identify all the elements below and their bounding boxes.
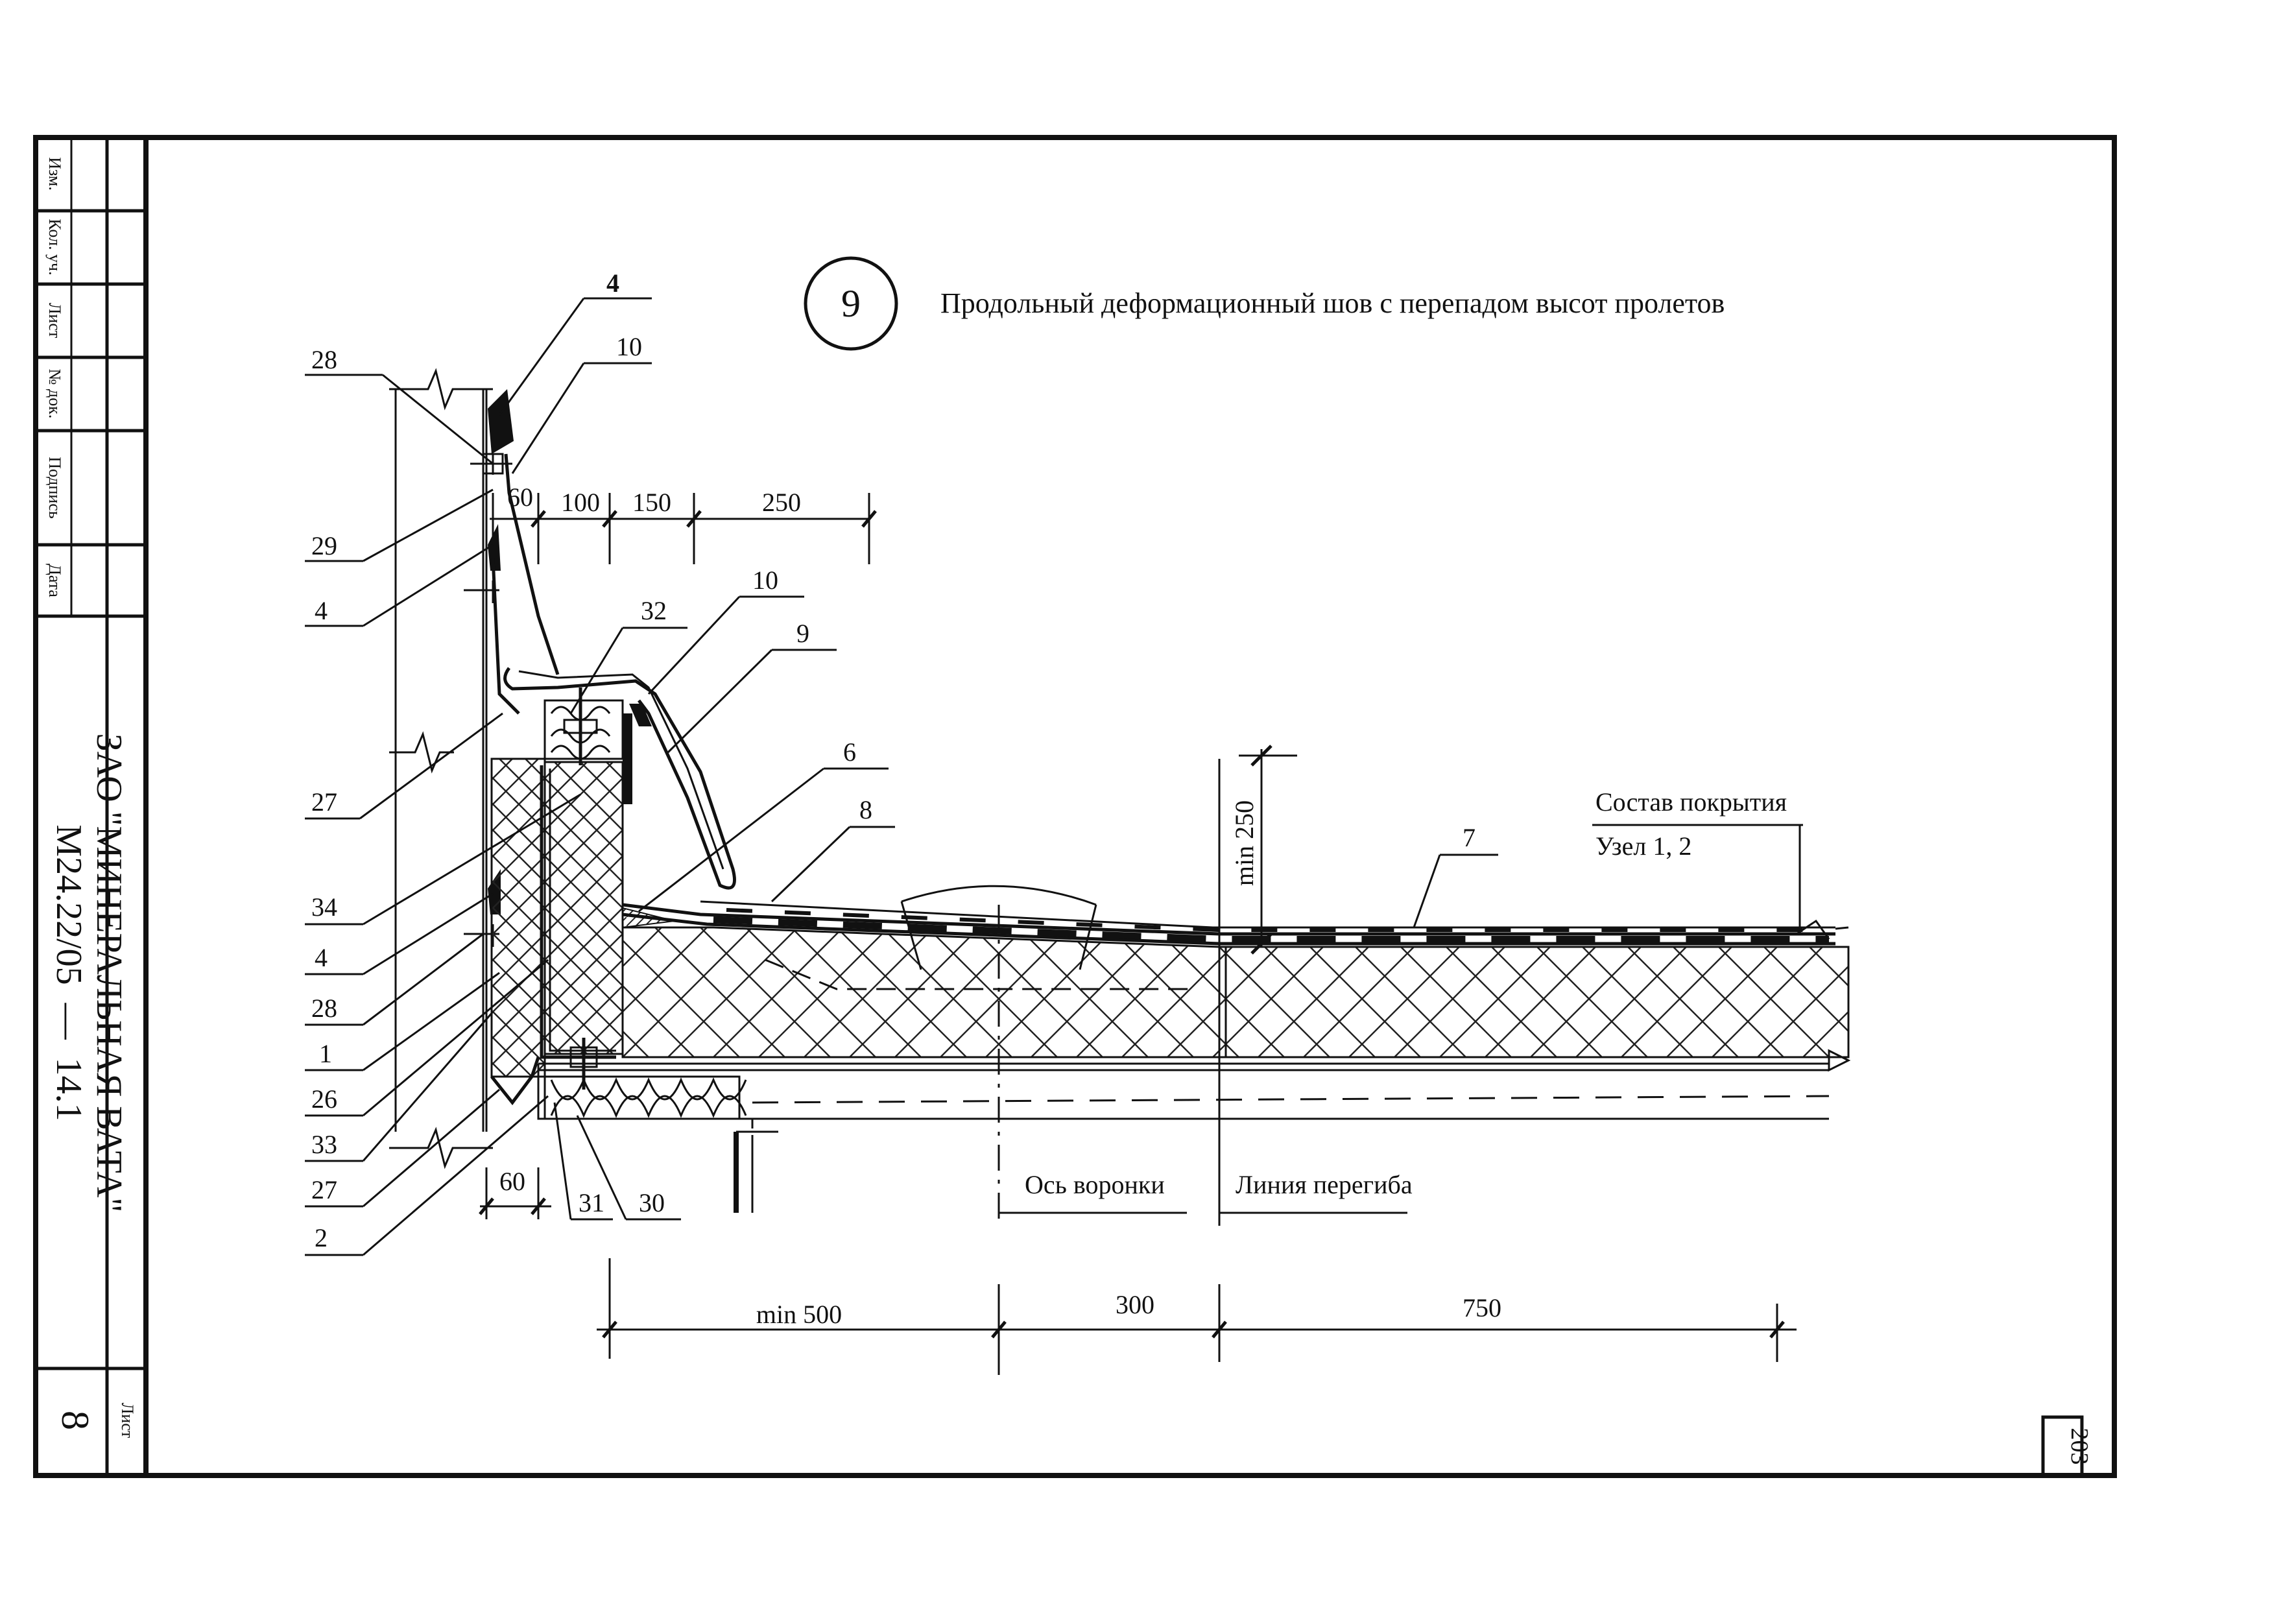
bend-line-label: Линия перегиба [1236,1170,1413,1199]
company-name: ЗАО "МИНЕРАЛЬНАЯ ВАТА" [89,734,129,1213]
title-block-main: ЗАО "МИНЕРАЛЬНАЯ ВАТА" М24.22/05 — 14.1 … [36,734,146,1475]
drawing-title-text: Продольный деформационный шов с перепадо… [940,287,1725,319]
column-signature: Подпись [45,457,64,519]
composition-ref: Узел 1, 2 [1595,831,1691,861]
callout-28-low: 28 [311,994,337,1023]
top-dimension-chain: 60 100 150 250 [490,483,877,564]
dim-750: 750 [1463,1293,1501,1322]
callout-10-mid: 10 [752,566,778,595]
funnel-axis-label: Ось воронки [1025,1170,1165,1199]
callout-26: 26 [311,1084,337,1114]
dim-60-bottom: 60 [499,1167,525,1196]
compensator-apron [491,453,736,890]
callout-8: 8 [859,795,872,824]
reference-axes: Ось воронки Линия перегиба [998,759,1413,1226]
roofing-membrane [622,900,1849,946]
dim-min-500: min 500 [756,1300,842,1329]
dim-250: 250 [762,488,801,517]
timber-block [544,687,624,765]
page-number-box: 203 [2041,1415,2093,1477]
callout-4-top: 4 [606,269,619,298]
revision-columns: Изм. Кол. уч. Лист № док. Подпись Дата [36,137,146,618]
sheet-frame [33,135,2117,1478]
detail-number-circle [804,256,898,351]
dim-150: 150 [632,488,671,517]
dim-min-250: min 250 [1230,800,1259,886]
callout-4-low: 4 [315,943,328,972]
wall-parapet [389,368,514,1169]
roof-deck [537,1038,1851,1213]
callouts: 4 10 28 29 4 32 10 9 6 8 [305,269,1498,1256]
callout-31: 31 [579,1188,604,1217]
column-date: Дата [45,564,64,597]
vertical-insulation [490,758,624,1106]
callout-32: 32 [641,596,667,625]
sheet-label: Лист [118,1403,137,1438]
callout-30: 30 [639,1188,665,1217]
document-code: М24.22/05 — 14.1 [49,824,89,1121]
column-doc-no: № док. [45,369,64,419]
detail-number: 9 [841,282,861,325]
page-number: 203 [2066,1428,2093,1465]
bottom-60-dimension: 60 [479,1167,551,1219]
callout-29: 29 [311,531,337,560]
callout-9: 9 [796,619,809,648]
composition-title: Состав покрытия [1595,787,1787,817]
callout-28-top: 28 [311,345,337,374]
callout-33: 33 [311,1130,337,1159]
callout-27-low: 27 [311,1175,337,1204]
callout-10-top: 10 [616,332,642,361]
dim-60-top: 60 [507,483,533,512]
bottom-dimension-chain: min 500 300 750 [597,1258,1797,1375]
drawing-title: 9 Продольный деформационный шов с перепа… [804,256,1725,351]
callout-6: 6 [843,737,856,767]
column-kol-uch: Кол. уч. [45,219,64,275]
column-list: Лист [45,303,64,338]
callout-2: 2 [315,1223,328,1252]
callout-4-mid: 4 [315,596,328,625]
callout-7: 7 [1463,823,1476,852]
callout-34: 34 [311,892,337,922]
sheet-number: 8 [54,1411,97,1430]
column-izm: Изм. [45,157,64,191]
height-dimension: min 250 [1230,745,1297,955]
composition-note: Состав покрытия Узел 1, 2 [1592,787,1803,931]
callout-1: 1 [319,1039,332,1068]
funnel-clamp [765,885,1193,990]
callout-27-top: 27 [311,787,337,817]
roof-insulation-slab [621,907,1850,1058]
dim-300: 300 [1116,1290,1154,1319]
dim-100: 100 [561,488,600,517]
